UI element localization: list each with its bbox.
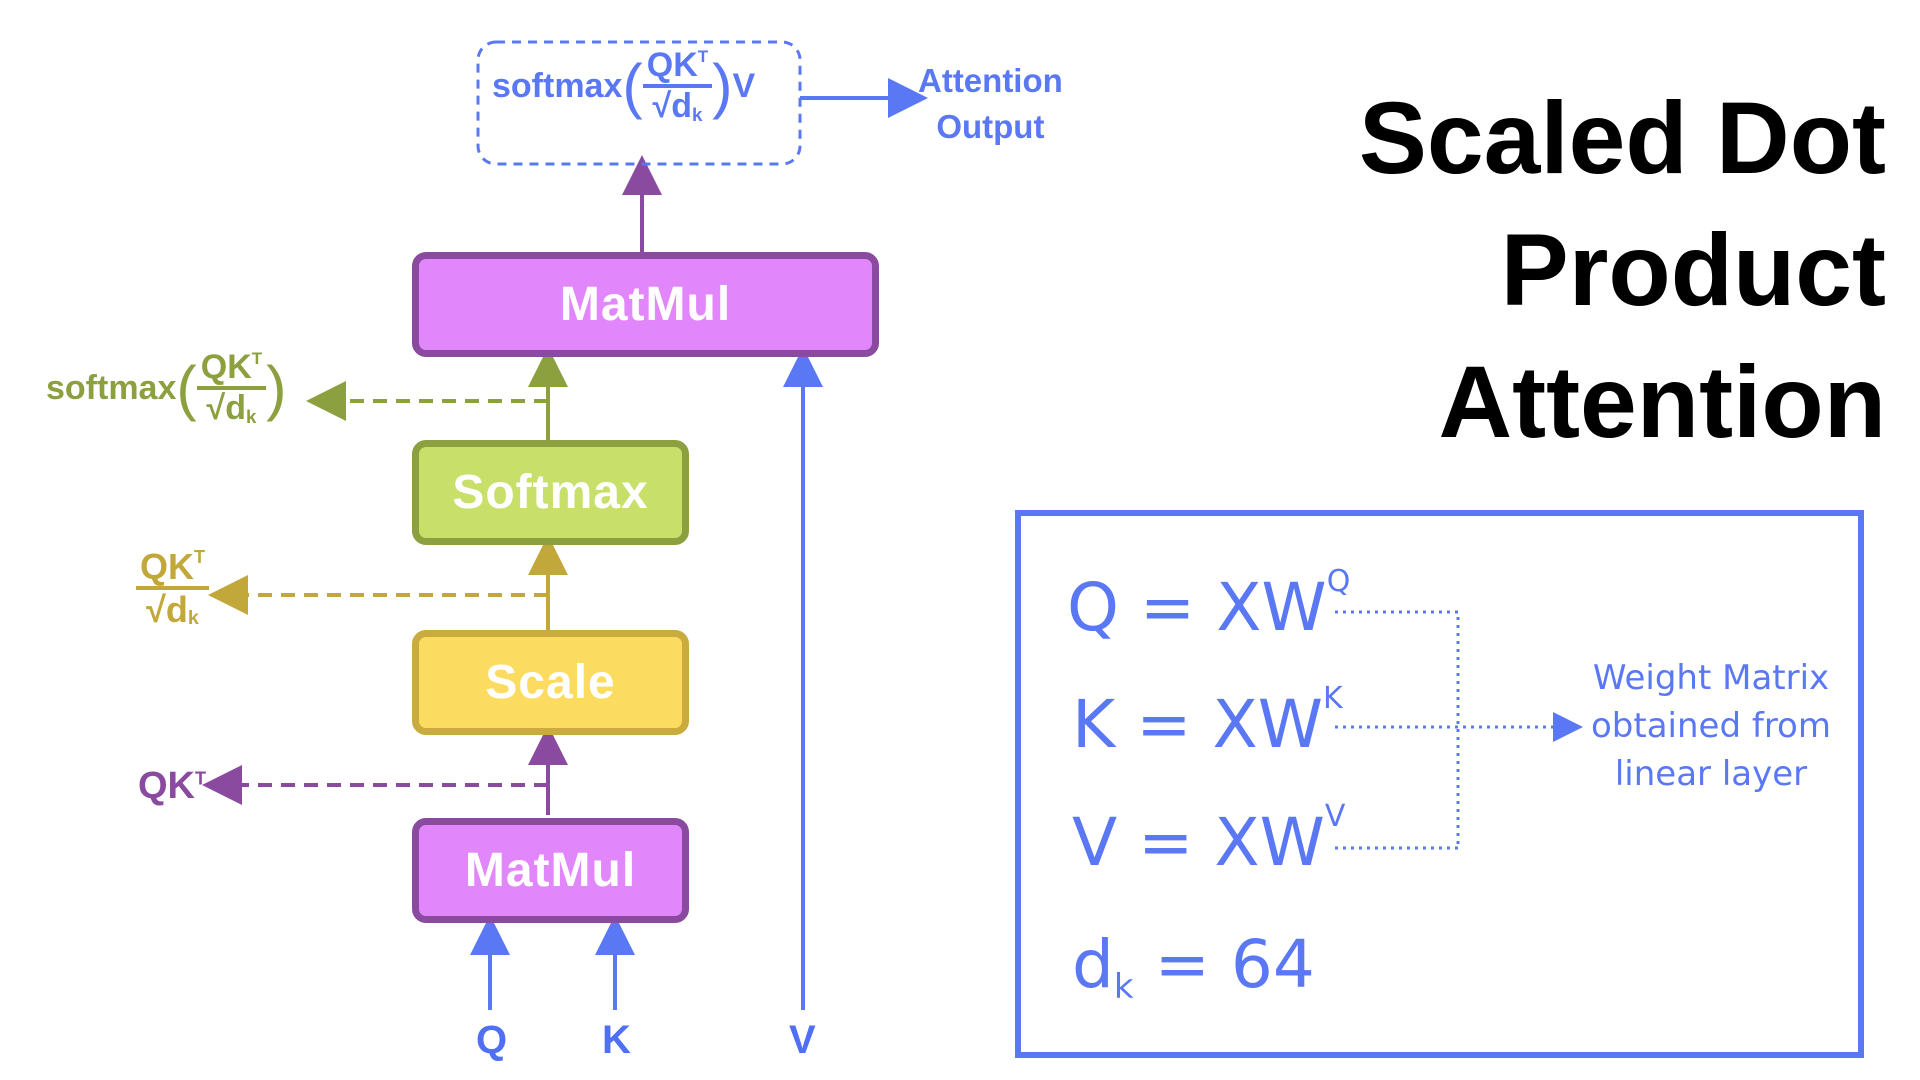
softmax-fraction: QKT √dk: [196, 348, 267, 427]
weight-note-line2: obtained from: [1591, 706, 1831, 746]
input-q-label: Q: [476, 1018, 508, 1062]
matmul-bottom-block: MatMul: [412, 818, 689, 923]
scaled-num-text: QK: [140, 546, 194, 587]
softmax-num-sup: T: [251, 349, 263, 368]
softmax-label: softmax( QKT √dk ): [46, 348, 287, 427]
equation-v-lhs: V = XW: [1072, 804, 1325, 881]
output-numerator: QKT: [642, 46, 713, 88]
equations-panel: [1015, 510, 1864, 1058]
equation-v-sup: V: [1324, 799, 1346, 834]
output-tail-text: V: [732, 67, 756, 106]
page-title: Scaled Dot Product Attention: [1359, 72, 1886, 468]
softmax-den-sub: k: [245, 405, 257, 427]
qkt-label: QKT: [138, 765, 206, 808]
equation-k-lhs: K = XW: [1072, 686, 1324, 763]
output-den-sub: k: [691, 103, 703, 125]
attention-output-line2: Output: [936, 108, 1045, 145]
title-line-2: Product: [1500, 213, 1886, 327]
equation-dk: dk = 64: [1072, 932, 1315, 1005]
output-num-sup: T: [697, 47, 709, 66]
scaled-den-sub: k: [187, 606, 199, 629]
weight-note-line1: Weight Matrix: [1592, 658, 1830, 698]
softmax-root: √: [206, 388, 226, 427]
softmax-open-paren: (: [176, 353, 197, 422]
output-denominator: √dk: [652, 86, 703, 125]
scaled-denominator: √dk: [146, 588, 199, 630]
weight-matrix-note: Weight Matrix obtained from linear layer: [1578, 654, 1844, 798]
scaled-root: √: [146, 588, 166, 630]
qkt-base: QK: [138, 765, 195, 807]
softmax-den-text: d: [225, 388, 246, 427]
attention-output-line1: Attention: [918, 62, 1063, 99]
output-open-paren: (: [622, 51, 643, 120]
scale-block: Scale: [412, 630, 689, 735]
softmax-numerator: QKT: [196, 348, 267, 390]
weight-note-line3: linear layer: [1614, 754, 1808, 794]
output-formula-box: [476, 40, 802, 166]
scaled-numerator: QKT: [136, 548, 209, 590]
output-den-text: d: [671, 86, 692, 125]
output-num-text: QK: [646, 46, 698, 84]
equation-q-lhs: Q = XW: [1067, 569, 1327, 646]
title-line-1: Scaled Dot: [1358, 81, 1886, 195]
softmax-fn-text: softmax: [46, 369, 177, 408]
scaled-fraction: QKT √dk: [136, 548, 209, 629]
title-line-3: Attention: [1438, 345, 1886, 459]
softmax-block: Softmax: [412, 440, 689, 545]
dotted-q-connector: [1335, 610, 1460, 848]
scaled-label: QKT √dk: [136, 548, 209, 629]
output-fraction: QKT √dk: [642, 46, 713, 125]
scaled-den-text: d: [165, 588, 188, 630]
softmax-denominator: √dk: [206, 388, 257, 427]
scaled-num-sup: T: [194, 547, 205, 567]
equation-k: K = XWK: [1072, 684, 1343, 758]
matmul-top-block: MatMul: [412, 252, 879, 357]
input-k-label: K: [602, 1018, 631, 1062]
equation-q-sup: Q: [1326, 564, 1351, 599]
softmax-num-text: QK: [200, 348, 252, 386]
attention-output-label: Attention Output: [918, 58, 1063, 150]
output-root: √: [652, 86, 672, 125]
equation-dk-sub: k: [1113, 967, 1134, 1007]
qkt-sup: T: [195, 768, 206, 789]
equation-k-sup: K: [1323, 681, 1343, 716]
input-v-label: V: [789, 1018, 816, 1062]
equation-v: V = XWV: [1072, 802, 1345, 876]
output-fn-text: softmax: [492, 67, 623, 106]
softmax-close-paren: ): [266, 353, 287, 422]
equation-q: Q = XWQ: [1067, 567, 1350, 641]
output-close-paren: ): [712, 51, 733, 120]
equation-dk-rhs: = 64: [1133, 926, 1315, 1003]
output-formula: softmax( QKT √dk )V: [492, 46, 756, 125]
equation-dk-base: d: [1072, 926, 1114, 1003]
